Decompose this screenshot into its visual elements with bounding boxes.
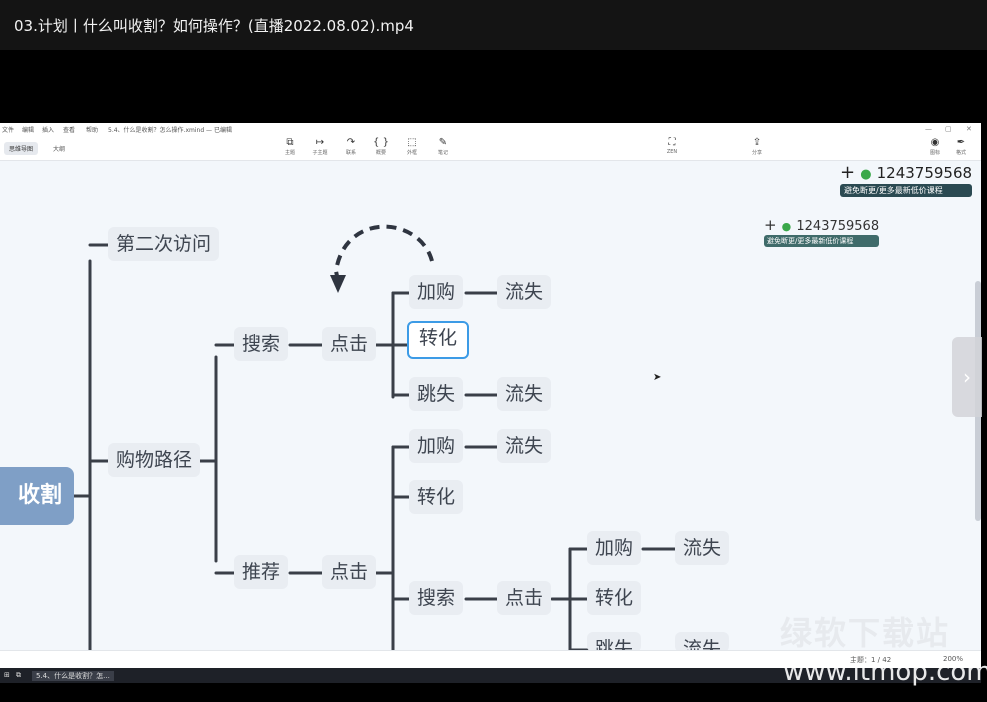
subtopic-icon: ↦ [315,137,325,148]
topic-bounce-1[interactable]: 跳失 [409,377,464,411]
subtopic-button[interactable]: ↦ 子主题 [305,137,335,156]
topic-churn-5[interactable]: 流失 [675,632,730,652]
contact-tagline-2: 避免断更/更多最新低价课程 [764,235,880,247]
topic-convert-2[interactable]: 转化 [409,480,464,514]
root-topic-label: 收割 [17,483,62,508]
app-toolbar: 思维导图 大纲 ⧉ 主题 ↦ 子主题 ↷ 联系 { } 概要 ⬚ 外框 ✎ 笔记… [0,134,981,161]
icon-panel-label: 图标 [929,150,940,156]
zen-label: ZEN [666,149,678,155]
topic-click-1[interactable]: 点击 [322,327,377,361]
tab-mindmap[interactable]: 思维导图 [4,142,39,155]
watermark-cn: 绿软下载站 [780,614,951,652]
fullscreen-icon: ⛶ [668,137,676,148]
contact-overlay-2: + ● 1243759568 避免断更/更多最新低价课程 [764,215,880,247]
topic-bounce-2[interactable]: 跳失 [587,632,642,652]
plus-sign-2: + [764,216,777,234]
brush-icon: ✒ [956,137,966,148]
mindmap-canvas[interactable]: 收割 第二次访问 购物路径 搜索 推荐 点击 点击 加购 转化 跳失 流失 流失… [0,161,981,671]
topic-search[interactable]: 搜索 [234,327,289,361]
note-button[interactable]: ✎ 笔记 [428,137,458,156]
video-title: 03.计划丨什么叫收割？如何操作？(直播2022.08.02).mp4 [14,17,414,35]
os-taskbar: ⊞ ⧉ 5.4、什么是收割？怎... [0,668,981,683]
video-frame[interactable]: 文件 编辑 插入 查看 帮助 5.4、什么是收割？怎么操作.xmind — 已编… [0,123,981,683]
topic-second-visit[interactable]: 第二次访问 [108,227,220,261]
marker-icon: ◉ [930,137,940,148]
zen-button[interactable]: ⛶ ZEN [657,137,687,155]
share-icon: ⇪ [752,137,762,148]
share-button[interactable]: ⇪ 分享 [742,137,772,156]
pencil-icon: ✎ [438,137,448,148]
maximize-icon[interactable]: ▢ [945,125,952,133]
close-icon[interactable]: ✕ [966,125,972,133]
app-menubar: 文件 编辑 插入 查看 帮助 5.4、什么是收割？怎么操作.xmind — 已编… [0,123,981,134]
menu-help[interactable]: 帮助 [86,127,99,134]
boundary-button[interactable]: ⬚ 外框 [397,137,427,156]
topic-count: 主题：1 / 42 [850,656,892,664]
relationship-arrow [333,224,434,282]
wechat-icon: ● [860,167,872,182]
format-label: 格式 [955,150,966,156]
format-button[interactable]: ✒ 格式 [946,137,976,156]
topic-click-2[interactable]: 点击 [322,555,377,589]
watermark-url: www.itmop.com [783,657,987,687]
icon-panel-button[interactable]: ◉ 图标 [920,137,950,156]
contact-overlay-1: + ● 1243759568 避免断更/更多最新低价课程 [840,162,973,197]
topic-add-cart-3[interactable]: 加购 [587,531,642,565]
relationship-arrowhead [330,275,346,293]
relationship-label: 联系 [345,150,356,156]
contact-tagline: 避免断更/更多最新低价课程 [840,184,973,197]
note-label: 笔记 [437,150,448,156]
topic-convert-3[interactable]: 转化 [587,581,642,615]
plus-sign: + [840,162,856,183]
topic-click-3[interactable]: 点击 [497,581,552,615]
summary-button[interactable]: { } 概要 [366,137,396,156]
menu-file[interactable]: 文件 [2,127,15,134]
topic-convert-1-selected[interactable]: 转化 [407,321,470,359]
windows-start-icon[interactable]: ⊞ [4,671,10,679]
mindmap-connectors [72,224,677,671]
next-video-button[interactable]: › [952,337,982,417]
subtopic-label: 子主题 [312,150,328,156]
topic-search-2[interactable]: 搜索 [409,581,464,615]
topic-churn-2[interactable]: 流失 [497,377,552,411]
topic-shopping-path[interactable]: 购物路径 [108,443,201,477]
topic-button[interactable]: ⧉ 主题 [275,137,305,156]
contact-number-2: 1243759568 [796,219,880,234]
topic-add-cart-1[interactable]: 加购 [409,275,464,309]
boundary-label: 外框 [406,150,417,156]
topic-churn-1[interactable]: 流失 [497,275,552,309]
zoom-level[interactable]: 200% [943,655,964,663]
topic-icon: ⧉ [286,137,294,148]
menu-insert[interactable]: 插入 [42,127,55,134]
wechat-icon-2: ● [781,220,792,233]
summary-label: 概要 [375,150,386,156]
braces-icon: { } [373,137,389,148]
relationship-button[interactable]: ↷ 联系 [336,137,366,156]
app-statusbar: 主题：1 / 42 200% [0,650,981,669]
menu-edit[interactable]: 编辑 [22,127,35,134]
task-view-icon[interactable]: ⧉ [16,671,21,679]
topic-churn-3[interactable]: 流失 [497,429,552,463]
minimize-icon[interactable]: — [925,125,932,133]
topic-recommend[interactable]: 推荐 [234,555,289,589]
topic-churn-4[interactable]: 流失 [675,531,730,565]
tab-outline[interactable]: 大纲 [53,146,66,153]
root-topic[interactable]: 收割 [0,467,74,525]
taskbar-window-item[interactable]: 5.4、什么是收割？怎... [32,671,114,681]
document-title: 5.4、什么是收割？怎么操作.xmind — 已编辑 [108,127,232,134]
boundary-icon: ⬚ [407,137,417,148]
share-label: 分享 [751,150,762,156]
contact-number: 1243759568 [876,164,973,182]
relationship-icon: ↷ [346,137,356,148]
player-titlebar: 03.计划丨什么叫收割？如何操作？(直播2022.08.02).mp4 [0,0,987,50]
topic-label: 主题 [284,150,295,156]
topic-add-cart-2[interactable]: 加购 [409,429,464,463]
menu-view[interactable]: 查看 [63,127,76,134]
mouse-cursor-icon: ➤ [653,372,662,383]
